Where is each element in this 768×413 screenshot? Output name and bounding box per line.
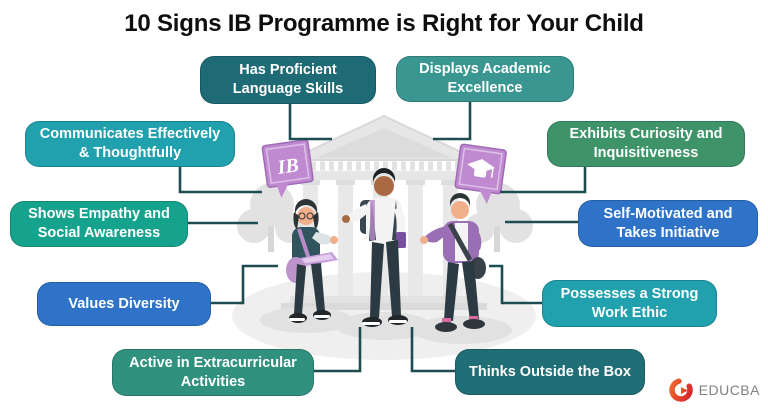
connector-displays-academic [433,102,472,141]
connector-values-diversity [211,264,278,305]
ib-flag-label: IB [275,154,300,179]
connector-thinks-outside [410,327,455,373]
sign-box-exhibits-curiosity: Exhibits Curiosity and Inquisitiveness [547,121,745,167]
student-boy-backpack [342,168,408,327]
connector-active-extracurricular [314,327,362,373]
sign-box-self-motivated: Self-Motivated and Takes Initiative [578,200,758,247]
sign-box-displays-academic-excellence: Displays Academic Excellence [396,56,574,102]
sign-box-shows-empathy: Shows Empathy and Social Awareness [10,201,188,247]
connector-has-proficient [288,104,332,141]
educba-logo-icon [668,378,693,402]
student-girl-laptop [286,199,338,323]
connector-exhibits-curiosity [500,167,587,194]
ib-flag: IB [261,139,314,198]
graduation-cap-flag [454,143,507,205]
connector-lines [178,102,587,373]
sign-box-communicates-effectively: Communicates Effectively & Thoughtfully [25,121,235,167]
educba-logo-text: EDUCBA [698,382,760,398]
graduation-cap-icon [467,159,495,178]
sign-box-active-extracurricular: Active in Extracurricular Activities [112,349,314,396]
connector-communicates [178,167,262,194]
connector-possesses-ethic [489,264,542,305]
educba-logo: EDUCBA [668,377,760,403]
university-building [281,114,487,310]
sign-box-has-proficient-language-skills: Has Proficient Language Skills [200,56,376,104]
sign-box-possesses-work-ethic: Possesses a Strong Work Ethic [542,280,717,327]
student-boy-purple-shirt [420,193,486,332]
sign-box-thinks-outside-box: Thinks Outside the Box [455,349,645,395]
page-title: 10 Signs IB Programme is Right for Your … [124,10,644,37]
sign-box-values-diversity: Values Diversity [37,282,211,326]
